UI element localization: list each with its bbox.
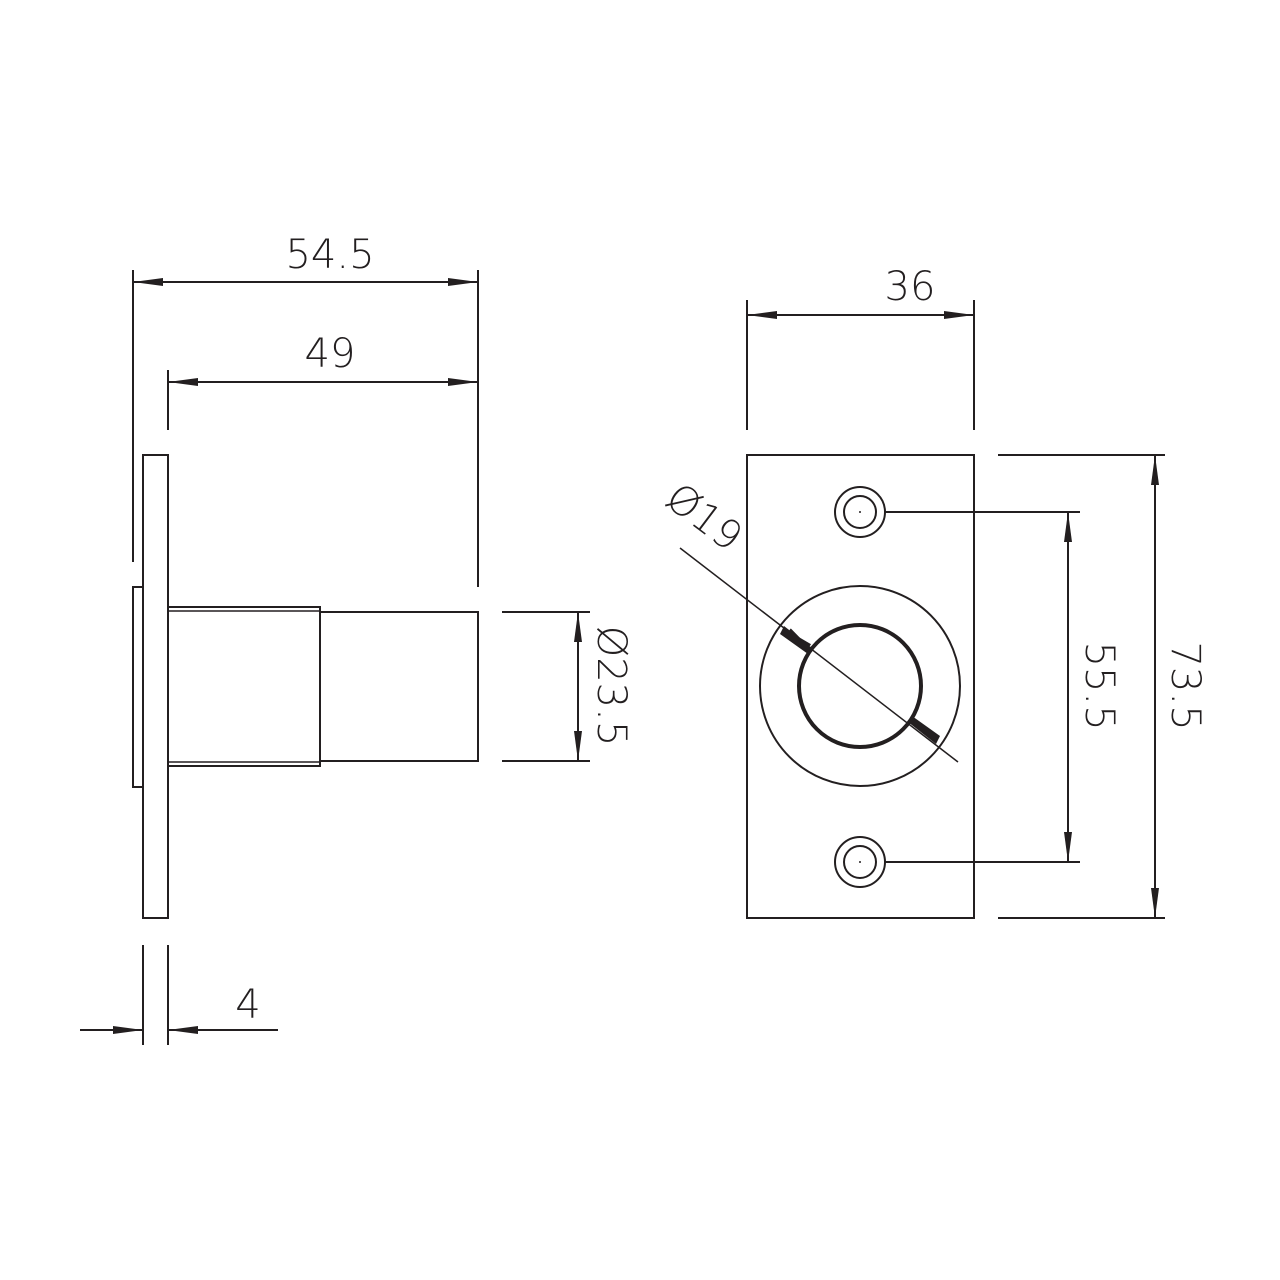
mounting-plate-side <box>142 454 169 919</box>
front-view: Ø19 36 73.5 55.5 <box>657 264 1208 919</box>
arrow-bore-right <box>908 716 940 744</box>
tube <box>320 611 479 762</box>
flange-circle <box>759 585 961 787</box>
dim-bore-diameter: Ø19 <box>657 474 750 560</box>
side-view: 54.5 49 Ø23.5 4 <box>80 232 634 1045</box>
sleeve <box>167 606 321 767</box>
dim-overall-depth: 54.5 <box>285 232 374 278</box>
dim-plate-height: 73.5 <box>1162 641 1208 730</box>
mounting-plate-front <box>746 454 975 919</box>
dim-tube-diameter: Ø23.5 <box>588 626 634 747</box>
dim-projection: 49 <box>305 331 356 377</box>
dim-plate-width: 36 <box>885 264 936 310</box>
arrow-bore-left <box>780 626 812 654</box>
plate-recess <box>132 586 144 788</box>
bore-circle <box>797 623 923 749</box>
dim-plate-thickness: 4 <box>235 982 260 1028</box>
dim-hole-spacing: 55.5 <box>1076 641 1122 730</box>
